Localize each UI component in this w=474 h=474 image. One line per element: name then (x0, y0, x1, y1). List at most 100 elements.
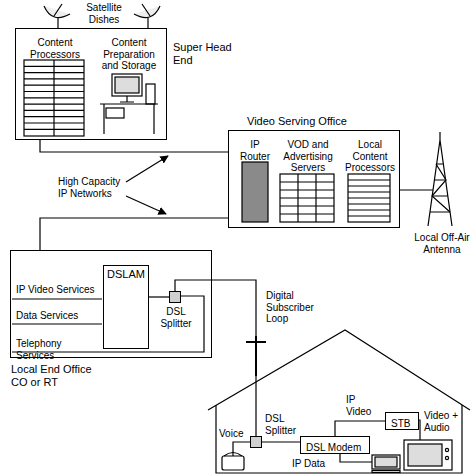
processor-rack (24, 85, 84, 86)
cable-line (149, 296, 169, 297)
processor-rack (24, 91, 84, 92)
server-rack (280, 213, 334, 214)
node-label: Video Serving Office (247, 115, 397, 128)
processor-rack (348, 174, 390, 222)
router-cabinet (242, 162, 268, 222)
node-label: DSLAM (104, 266, 148, 281)
computer (375, 457, 397, 467)
server-rack (297, 174, 298, 222)
processor-rack (348, 191, 390, 192)
callout-label: High Capacity IP Networks (58, 176, 132, 199)
processor-rack (24, 66, 84, 67)
equipment-group: VOD and Advertising Servers (277, 137, 339, 225)
callout-label: IP Video Services (16, 284, 102, 296)
set-top-box: STB (385, 412, 419, 430)
cable-line (262, 441, 300, 442)
leader-arrow (126, 196, 166, 214)
cable-line (175, 280, 256, 436)
processor-rack (24, 97, 84, 98)
antenna-tower (432, 164, 450, 212)
workstation (120, 96, 134, 102)
workstation (112, 74, 142, 96)
processor-rack (348, 215, 390, 216)
antenna-tower (400, 132, 452, 226)
processor-rack (24, 110, 84, 111)
house-outline (208, 330, 470, 473)
processor-rack (348, 203, 390, 204)
equipment-group: IP Router (235, 137, 275, 225)
leader-arrow (126, 156, 168, 182)
callout-label: Data Services (16, 310, 102, 322)
leader-arrow (126, 156, 168, 214)
workstation (106, 108, 124, 118)
processor-rack (24, 122, 84, 123)
processor-rack (24, 103, 84, 104)
server-rack (280, 197, 334, 198)
processor-rack (24, 60, 84, 136)
node-label: STB (386, 416, 415, 432)
node-label: DSL Splitter (150, 306, 202, 329)
antenna-tower (430, 164, 450, 212)
television (445, 456, 448, 459)
satellite-dish (142, 4, 150, 16)
server-rack (280, 174, 334, 222)
telephone (222, 442, 250, 470)
processor-rack (348, 209, 390, 210)
telephone (222, 456, 244, 470)
callout-label: Telephony Services (16, 338, 102, 361)
workstation (115, 77, 139, 93)
telephone (224, 453, 242, 457)
television (404, 440, 452, 470)
processor-rack (24, 116, 84, 117)
node-label: IP Router (235, 137, 275, 162)
satellite-dish (147, 18, 148, 28)
processor-rack (348, 179, 390, 180)
server-rack (315, 174, 316, 222)
node-label: Content Preparation and Storage (96, 35, 162, 72)
processor-rack (24, 129, 84, 130)
callout-label: Video + Audio (424, 410, 462, 433)
node-label: DSL Modem (301, 440, 366, 456)
splitter-box: DSL Splitter (250, 436, 262, 448)
server-rack (280, 189, 334, 190)
callout-label: IP Video (346, 394, 382, 417)
node-label: Local Content Processors (343, 137, 397, 174)
telephone (233, 442, 250, 456)
equipment-group: Content Preparation and Storage (96, 35, 162, 137)
television (445, 448, 448, 451)
callout-label: Local Off-Air Antenna (414, 232, 470, 255)
satellite-dish (54, 4, 62, 16)
node-label: DSL Splitter (265, 413, 305, 436)
callout-label: Digital Subscriber Loop (266, 290, 328, 325)
server-rack (280, 174, 334, 222)
equipment-group: Local Content Processors (343, 137, 397, 225)
node-label: VOD and Advertising Servers (277, 137, 339, 174)
site-box: Video Serving OfficeIP RouterVOD and Adv… (228, 130, 400, 228)
node-label: Content Processors (22, 35, 88, 60)
callout-label: Voice (219, 428, 249, 440)
service-wire (12, 323, 102, 324)
house-outline (208, 330, 470, 410)
node-label: Super Head End (173, 41, 235, 66)
splitter-box: DSL Splitter (169, 291, 181, 303)
cable-line (40, 140, 228, 152)
processor-rack (348, 197, 390, 198)
house-outline (216, 405, 462, 473)
node-label: Local End Office CO or RT (11, 363, 111, 388)
modem-box: DSL Modem (300, 436, 370, 454)
router-cabinet (242, 162, 268, 222)
processor-rack (348, 185, 390, 186)
cable-line (335, 421, 385, 436)
processor-rack (24, 60, 84, 136)
processor-rack (24, 78, 84, 79)
processor-rack (24, 72, 84, 73)
workstation (100, 74, 158, 134)
television (408, 444, 442, 466)
site-box: Super Head EndContent ProcessorsContent … (15, 28, 167, 140)
dslam-box: DSLAM (103, 265, 149, 349)
equipment-group: Content Processors (22, 35, 88, 137)
computer (372, 471, 400, 473)
